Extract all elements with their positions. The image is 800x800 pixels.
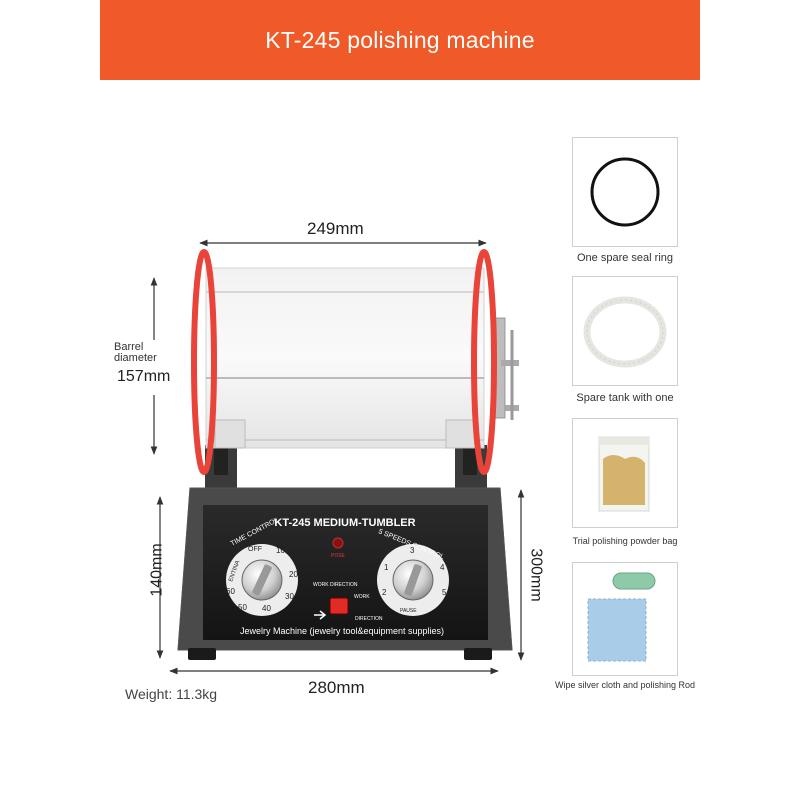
accessory-label: One spare seal ring [577, 252, 673, 264]
time-mark: 30 [285, 592, 294, 601]
pose-indicator [332, 537, 344, 549]
pause-label: PAUSE [400, 608, 417, 614]
panel-footer: Jewelry Machine (jewelry tool&equipment … [240, 626, 444, 636]
time-mark: 60 [226, 587, 235, 596]
powder-bag-icon [598, 436, 650, 512]
speed-mark: 2 [382, 588, 387, 597]
accessory-seal-ring [572, 137, 678, 247]
width-dimension: 249mm [307, 219, 364, 238]
barrel-label-line1: Barrel [114, 341, 144, 353]
accessory-label: Trial polishing powder bag [572, 536, 678, 546]
off-label: OFF [248, 546, 262, 553]
barrel-label-line2: diameter [114, 352, 157, 364]
speed-mark: 4 [440, 563, 445, 572]
time-mark: 50 [238, 603, 247, 612]
speed-mark: 3 [410, 546, 415, 555]
accessory-powder-bag [572, 418, 678, 528]
direction-switch[interactable] [329, 597, 349, 615]
accessory-label: Spare tank with one [576, 392, 674, 404]
cloth-rod-icon [587, 572, 656, 662]
total-height-dimension: 300mm [527, 548, 545, 602]
work-label: WORK [354, 594, 370, 600]
weight-label: Weight: 11.3kg [125, 686, 218, 702]
page-title: KT-245 polishing machine [265, 26, 535, 53]
barrel-left-ring [191, 249, 217, 475]
base-height-dimension: 140mm [148, 543, 166, 597]
barrel-label: Barrel diameter [114, 342, 157, 364]
header-banner: KT-245 polishing machine [100, 0, 700, 80]
speed-mark: 1 [384, 563, 389, 572]
accessory-spare-belt [572, 276, 678, 386]
direction-label: DIRECTION [355, 616, 383, 622]
time-mark: 20 [289, 570, 298, 579]
work-direction-label: WORK DIRECTION [313, 582, 358, 588]
time-mark: 10 [276, 546, 285, 555]
speed-mark: 5 [442, 588, 447, 597]
base-width-dimension: 280mm [308, 678, 365, 697]
barrel-right-ring [471, 249, 497, 475]
barrel [205, 267, 485, 449]
model-title: KT-245 MEDIUM-TUMBLER [274, 517, 415, 529]
time-mark: 40 [262, 604, 271, 613]
accessory-cloth-rod [572, 562, 678, 676]
spare-belt-icon [583, 296, 667, 368]
seal-ring-icon [590, 157, 660, 227]
barrel-diameter-value: 157mm [117, 368, 171, 385]
accessory-label: Wipe silver cloth and polishing Rod [554, 680, 696, 690]
pose-label: POSE [331, 553, 346, 559]
